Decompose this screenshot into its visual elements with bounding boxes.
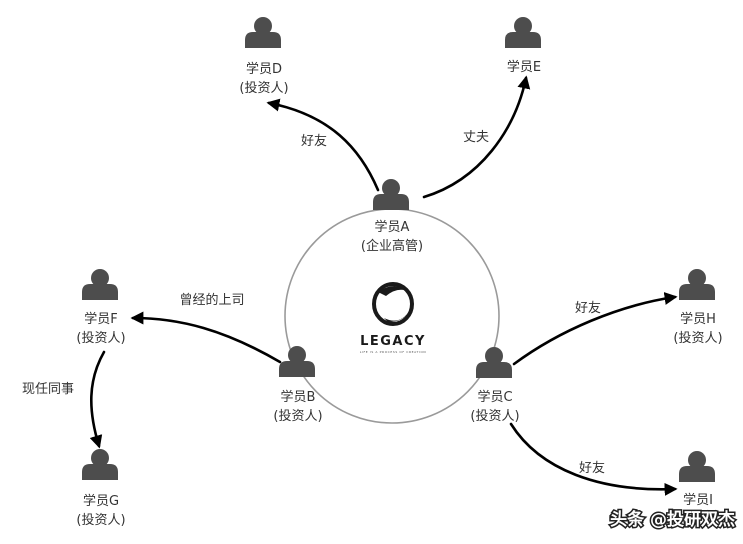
edge-label-b-f: 曾经的上司 (179, 292, 244, 308)
edge-b-f (130, 311, 282, 364)
legacy-logo: LEGACY LIFE IS A PROCESS OF CREATION (360, 282, 427, 354)
person-icon (279, 346, 315, 377)
edge-c-h (512, 292, 678, 366)
edge-label-c-i: 好友 (579, 460, 605, 476)
edge-f-g (89, 350, 106, 449)
node-name: 学员G (83, 493, 119, 509)
node-role: (投资人) (76, 512, 125, 528)
node-h: 学员H (投资人) (673, 269, 723, 346)
logo-name: LEGACY (360, 334, 426, 349)
legacy-swirl-icon (372, 282, 414, 326)
node-g: 学员G (投资人) (76, 449, 126, 528)
edge-label-f-g: 现任同事 (22, 382, 74, 397)
node-f: 学员F (投资人) (76, 269, 126, 346)
person-icon (679, 269, 715, 300)
edge-c-i (509, 422, 678, 496)
node-role: (投资人) (273, 408, 322, 424)
node-e: 学员E (505, 17, 541, 75)
node-name: 学员I (683, 492, 713, 508)
node-name: 学员E (507, 59, 541, 75)
node-b: 学员B (投资人) (273, 346, 323, 424)
node-role: (投资人) (470, 408, 519, 424)
person-icon (82, 269, 118, 300)
node-name: 学员B (281, 389, 316, 405)
node-a: 学员A (企业高管) (361, 179, 423, 254)
person-icon (505, 17, 541, 48)
node-name: 学员H (680, 311, 716, 327)
person-icon (245, 17, 281, 48)
person-icon (476, 347, 512, 378)
edge-label-a-d: 好友 (301, 133, 327, 149)
edge-a-d (266, 98, 380, 192)
edge-a-e (422, 75, 531, 199)
person-icon (82, 449, 118, 480)
node-d: 学员D (投资人) (239, 17, 289, 96)
node-name: 学员A (375, 219, 410, 235)
person-icon (679, 451, 715, 482)
node-i: 学员I (679, 451, 715, 508)
node-name: 学员C (477, 389, 512, 405)
edge-label-c-h: 好友 (575, 300, 601, 316)
node-c: 学员C (投资人) (470, 347, 520, 424)
node-name: 学员D (246, 61, 282, 77)
node-role: (企业高管) (361, 238, 423, 254)
node-name: 学员F (84, 311, 117, 327)
person-icon (373, 179, 409, 210)
logo-tagline: LIFE IS A PROCESS OF CREATION (360, 350, 427, 354)
watermark: 头条 @投研双杰 (610, 509, 735, 530)
edge-label-a-e: 丈夫 (463, 130, 489, 145)
node-role: (投资人) (76, 330, 125, 346)
node-role: (投资人) (239, 80, 288, 96)
node-role: (投资人) (673, 330, 722, 346)
